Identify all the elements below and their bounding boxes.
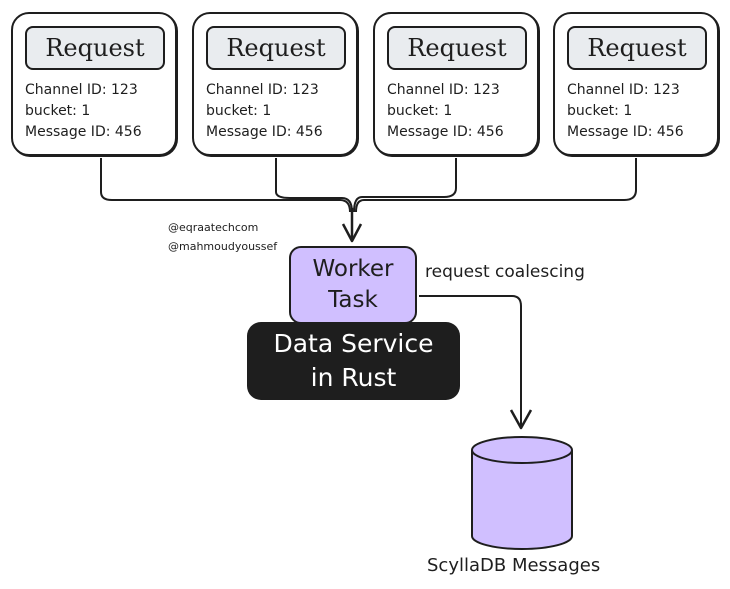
service-line-1: Data Service [273,329,434,358]
connector-request-1 [100,158,351,213]
arrowhead-to-db [509,409,533,430]
request-fields: Channel ID: 123 bucket: 1 Message ID: 45… [387,80,504,143]
bucket-text: bucket: 1 [25,103,91,119]
request-card-1: Request Channel ID: 123 bucket: 1 Messag… [11,12,177,156]
bucket-text: bucket: 1 [567,103,633,119]
worker-line-2: Task [328,287,378,313]
service-line-2: in Rust [310,363,397,392]
message-id-text: Message ID: 456 [206,124,323,140]
worker-task-block: Worker Task [289,246,417,324]
connector-request-2 [275,158,353,213]
message-id-text: Message ID: 456 [25,124,142,140]
message-id-text: Message ID: 456 [567,124,684,140]
bucket-text: bucket: 1 [206,103,272,119]
request-title: Request [25,26,165,70]
database-label: ScyllaDB Messages [427,555,601,576]
request-title: Request [206,26,346,70]
connector-worker-to-db [419,295,522,426]
channel-id-text: Channel ID: 123 [387,82,500,98]
request-fields: Channel ID: 123 bucket: 1 Message ID: 45… [25,80,142,143]
arrowhead-to-worker [341,223,363,243]
request-card-2: Request Channel ID: 123 bucket: 1 Messag… [192,12,358,156]
bucket-text: bucket: 1 [387,103,453,119]
request-card-4: Request Channel ID: 123 bucket: 1 Messag… [553,12,719,156]
request-card-3: Request Channel ID: 123 bucket: 1 Messag… [373,12,539,156]
data-service-block: Data Service in Rust [247,322,460,400]
database-icon [471,436,573,550]
worker-line-1: Worker [312,256,394,282]
watermark-handle-1: @eqraatechcom [168,221,259,234]
channel-id-text: Channel ID: 123 [25,82,138,98]
watermark-handle-2: @mahmoudyoussef [168,240,278,253]
channel-id-text: Channel ID: 123 [206,82,319,98]
connector-request-4 [355,158,637,213]
request-coalescing-label: request coalescing [425,262,585,282]
request-title: Request [387,26,527,70]
channel-id-text: Channel ID: 123 [567,82,680,98]
request-fields: Channel ID: 123 bucket: 1 Message ID: 45… [206,80,323,143]
connector-request-3 [353,158,457,213]
message-id-text: Message ID: 456 [387,124,504,140]
request-fields: Channel ID: 123 bucket: 1 Message ID: 45… [567,80,684,143]
request-title: Request [567,26,707,70]
